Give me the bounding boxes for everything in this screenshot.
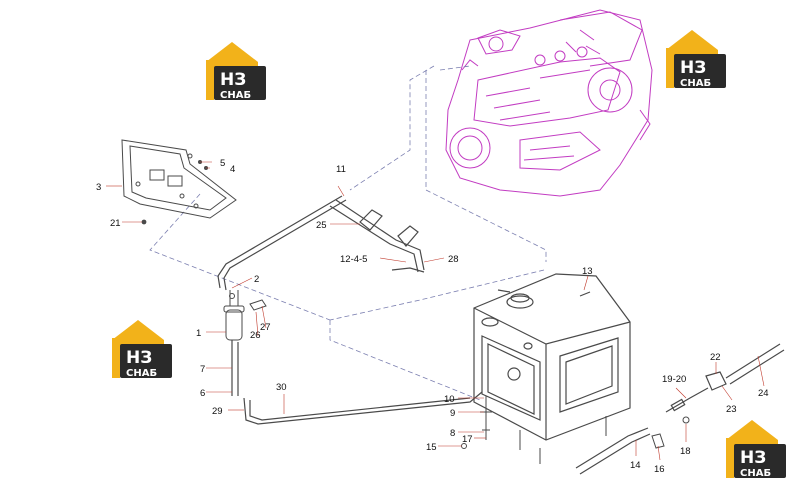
callout-3: 3 <box>96 182 101 193</box>
callout-23: 23 <box>726 404 737 415</box>
callout-2: 2 <box>254 274 259 285</box>
callout-16: 16 <box>654 464 665 475</box>
routing-dashed-lines <box>149 65 547 401</box>
brand-logo-3: НЗ СНАБ <box>112 320 172 379</box>
callout-9: 9 <box>450 408 455 419</box>
fuel-tank <box>473 273 631 441</box>
callout-30: 30 <box>276 382 287 393</box>
leader-lines <box>106 161 765 461</box>
callout-15: 15 <box>426 442 437 453</box>
callout-8: 8 <box>450 428 455 439</box>
tank-fasteners <box>461 396 690 464</box>
svg-text:НЗ: НЗ <box>740 448 766 468</box>
callout-18: 18 <box>680 446 691 457</box>
return-hose <box>575 343 785 475</box>
callout-29: 29 <box>212 406 223 417</box>
svg-text:СНАБ: СНАБ <box>680 78 711 89</box>
svg-text:СНАБ: СНАБ <box>220 90 251 101</box>
callout-27: 27 <box>260 322 271 333</box>
svg-text:НЗ: НЗ <box>220 70 246 90</box>
callout-28: 28 <box>448 254 459 265</box>
callout-19: 19-20 <box>662 374 686 385</box>
brand-logo-4: НЗ СНАБ <box>726 420 786 479</box>
svg-text:СНАБ: СНАБ <box>126 368 157 379</box>
callout-10: 10 <box>444 394 455 405</box>
fuel-pipes <box>217 195 483 425</box>
brand-logo-1: НЗ СНАБ <box>206 42 266 101</box>
callout-labels: 1 2 3 4 5 6 7 8 9 10 11 12-4-5 13 14 15 … <box>96 158 769 475</box>
callout-7: 7 <box>200 364 205 375</box>
callout-26: 26 <box>250 330 261 341</box>
callout-4: 4 <box>230 164 235 175</box>
callout-21: 21 <box>110 218 121 229</box>
callout-25: 25 <box>316 220 327 231</box>
callout-6: 6 <box>200 388 205 399</box>
callout-22: 22 <box>710 352 721 363</box>
engine-assembly <box>445 9 653 197</box>
svg-text:СНАБ: СНАБ <box>740 468 771 479</box>
callout-11: 11 <box>336 164 346 175</box>
callout-5: 5 <box>220 158 225 169</box>
callout-13: 13 <box>582 266 593 277</box>
callout-1: 1 <box>196 328 201 339</box>
brand-logo-2: НЗ СНАБ <box>666 30 726 89</box>
callout-24: 24 <box>758 388 769 399</box>
svg-text:НЗ: НЗ <box>126 348 152 368</box>
fuel-filter <box>223 290 267 341</box>
callout-14: 14 <box>630 460 641 471</box>
callout-12: 12-4-5 <box>340 254 367 265</box>
svg-text:НЗ: НЗ <box>680 58 706 78</box>
callout-17: 17 <box>462 434 473 445</box>
bracket-plate <box>121 139 237 219</box>
